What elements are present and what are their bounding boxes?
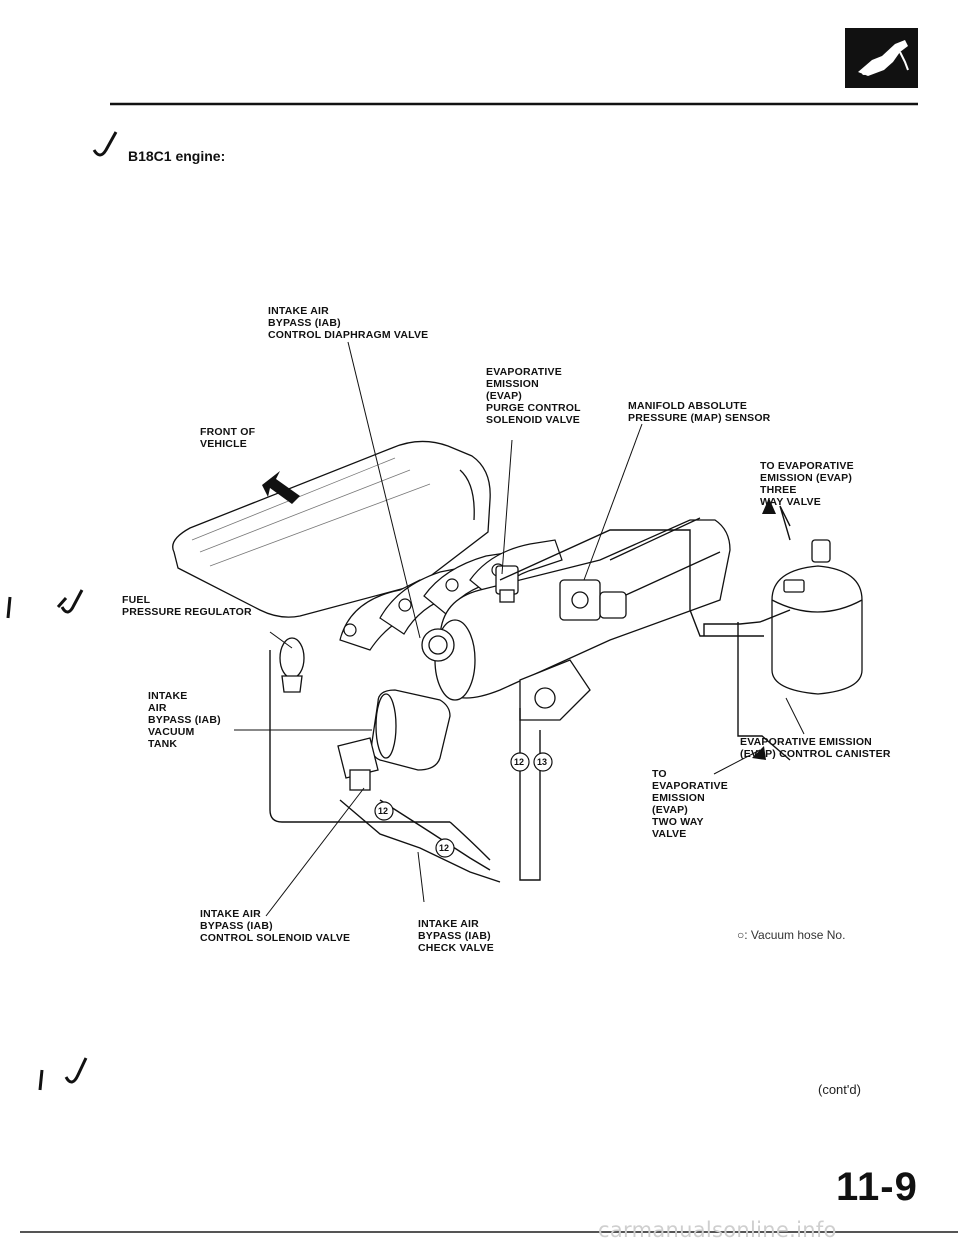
hose-number: 13 (537, 757, 548, 767)
evap-purge-solenoid (495, 565, 519, 603)
label-to-two-way-valve: To EVAPORATIVE EMISSION (EVAP) TWO WAY V… (652, 768, 728, 840)
leader-arrows (752, 498, 776, 760)
iab-vacuum-tank (371, 689, 451, 771)
hose-number-markers (374, 752, 553, 858)
front-arrow-icon (262, 471, 300, 504)
map-sensor (559, 579, 627, 621)
label-evap-purge-valve: EVAPORATIVE EMISSION (EVAP) PURGE CONTRO… (486, 366, 581, 426)
continued-note: (cont'd) (818, 1082, 861, 1097)
iab-diaphragm-valve (421, 628, 455, 662)
hose-number: 12 (439, 843, 450, 853)
label-front-of-vehicle: FRONT OF VEHICLE (200, 426, 256, 450)
label-fuel-pressure-regulator: FUEL PRESSURE REGULATOR (122, 594, 252, 618)
section-heading: B18C1 engine: (128, 148, 226, 164)
revision-marks (6, 131, 118, 1091)
intake-plenum-cover (172, 440, 491, 618)
vacuum-hoses (269, 505, 791, 883)
hose-legend: ○: Vacuum hose No. (737, 928, 846, 942)
evap-canister (771, 539, 863, 695)
iab-solenoid-valve (337, 737, 379, 791)
label-evap-canister: EVAPORATIVE EMISSION (EVAP) CONTROL CANI… (740, 736, 891, 760)
fuel-pressure-regulator (279, 637, 305, 693)
engine-emissions-logo-icon (845, 28, 918, 88)
leader-lines (234, 341, 805, 917)
label-iab-check-valve: INTAKE AIR BYPASS (IAB) CHECK VALVE (418, 918, 494, 954)
page-number: 11-9 (836, 1165, 918, 1209)
watermark: carmanualsonline.info (598, 1218, 837, 1242)
label-to-three-way-valve: To EVAPORATIVE EMISSION (EVAP) THREE WAY… (760, 460, 854, 508)
label-iab-solenoid-valve: INTAKE AIR BYPASS (IAB) CONTROL SOLENOID… (200, 908, 351, 944)
intake-runners (339, 539, 563, 651)
hose-number: 12 (378, 806, 389, 816)
label-iab-vacuum-tank: INTAKE AIR BYPASS (IAB) VACUUM TANK (148, 690, 221, 750)
label-iab-diaphragm-valve: INTAKE AIR BYPASS (IAB) CONTROL DIAPHRAG… (268, 305, 429, 341)
label-map-sensor: MANIFOLD ABSOLUTE PRESSURE (MAP) SENSOR (628, 400, 771, 424)
hose-number: 12 (514, 757, 525, 767)
